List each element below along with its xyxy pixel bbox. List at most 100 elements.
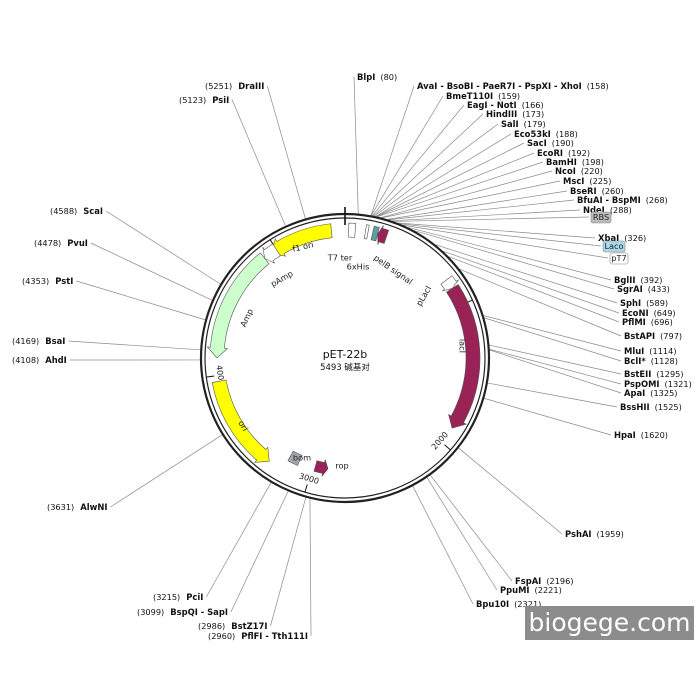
site-scai: ScaI(4588) <box>50 206 103 216</box>
site-name: PshAI <box>565 529 592 539</box>
site-position: (5123) <box>179 95 206 105</box>
feature-label-placi: pLacI <box>414 284 434 308</box>
site-psti: PstI(4353) <box>22 276 73 286</box>
site-name: BstEII <box>624 369 651 379</box>
site-ppumi: PpuMI(2221) <box>500 585 562 595</box>
site-position: (392) <box>640 275 662 285</box>
site-position: (260) <box>602 186 624 196</box>
leader-line <box>448 256 620 323</box>
boxed-label-text: pT7 <box>611 253 626 263</box>
site-pspomi: PspOMI(1321) <box>624 379 692 389</box>
site-name: MluI <box>624 346 644 356</box>
tick-label: 4000 <box>214 365 226 386</box>
site-ahdi: AhdI (4108) <box>12 355 67 365</box>
site-name: BspQI - SapI <box>170 607 228 617</box>
boxed-label-bg <box>590 211 612 224</box>
site-name: SacI <box>527 138 547 148</box>
feature-ori <box>211 379 270 463</box>
site-name: AvaI - BsoBI - PaeR7I - PspXI - XhoI <box>417 81 582 91</box>
leader-line <box>381 170 553 218</box>
site-position: (173) <box>522 109 544 119</box>
site-bspqi-sapi: BspQI - SapI(3099) <box>137 607 228 617</box>
site-name: AhdI <box>45 355 67 365</box>
leader-line <box>266 85 306 219</box>
site-name: PflMI <box>622 317 646 327</box>
leader-line <box>377 161 544 218</box>
leader-line <box>402 224 609 259</box>
site-xbai: XbaI(326) <box>598 233 646 243</box>
leader-line <box>373 113 484 217</box>
site-sgrai: SgrAI(433) <box>617 284 670 294</box>
site-position: (4108) <box>12 355 39 365</box>
tick-mark <box>206 375 215 378</box>
site-fspai: FspAI (2196) <box>515 576 574 586</box>
feature-placi <box>440 275 459 292</box>
feature-label-bom: bom <box>293 453 311 463</box>
site-avai-bsobi-paer7i-pspxi-xhoi: AvaI - BsoBI - PaeR7I - PspXI - XhoI(158… <box>417 81 609 91</box>
boxed-label-text: RBS <box>593 212 609 222</box>
feature-t7-ter <box>348 222 357 238</box>
leader-line <box>426 477 498 591</box>
leader-line <box>372 104 465 216</box>
site-name: PstI <box>55 276 73 286</box>
leader-line <box>487 382 618 408</box>
site-msci: MscI(225) <box>563 176 611 186</box>
site-position: (1114) <box>649 346 676 356</box>
site-name: FspAI <box>515 576 541 586</box>
leader-line <box>68 340 201 351</box>
site-bfuai-bspmi: BfuAI - BspMI(268) <box>577 195 668 205</box>
site-position: (4169) <box>12 336 39 346</box>
site-position: (1128) <box>651 356 678 366</box>
site-name: HpaI <box>614 430 636 440</box>
site-name: PciI <box>186 592 203 602</box>
site-name: PflFI - Tth111I <box>241 631 308 641</box>
leader-line <box>393 216 590 222</box>
site-ndei: NdeI(288) <box>583 205 632 215</box>
site-name: BstAPI <box>624 331 655 341</box>
site-position: (2986) <box>198 621 225 631</box>
site-position: (1620) <box>641 430 668 440</box>
plasmid-length: 5493 碱基对 <box>320 362 370 373</box>
leader-line <box>376 142 525 217</box>
site-position: (4478) <box>34 238 61 248</box>
leader-line <box>375 133 512 217</box>
site-hpai: HpaI (1620) <box>614 430 668 440</box>
feature-arcs <box>206 222 481 477</box>
site-bstz17i: BstZ17I(2986) <box>198 621 267 631</box>
site-position: (5251) <box>205 81 232 91</box>
leader-line <box>230 491 289 613</box>
site-position: (190) <box>552 138 574 148</box>
site-position: (288) <box>610 205 632 215</box>
leader-line <box>484 398 612 436</box>
site-position: (589) <box>646 298 668 308</box>
boxed-label-text: Laco <box>604 241 623 251</box>
leader-line <box>430 474 513 582</box>
site-name: EcoRI <box>537 148 563 158</box>
feature-rop <box>313 459 329 477</box>
site-alwni: AlwNI(3631) <box>47 502 107 512</box>
site-pcii: PciI(3215) <box>153 592 203 602</box>
feature-label-t7-ter: T7 ter <box>327 253 353 263</box>
boxed-label-bg <box>602 240 626 253</box>
site-position: (1321) <box>665 379 692 389</box>
site-position: (696) <box>651 317 673 327</box>
plasmid-name: pET-22b <box>323 348 368 361</box>
site-name: SphI <box>620 298 641 308</box>
feature-6xhis <box>363 224 370 240</box>
leader-line <box>381 180 561 219</box>
feature-label-f1-ori: f1 ori <box>291 239 314 254</box>
site-name: AlwNI <box>80 502 107 512</box>
site-position: (326) <box>624 233 646 243</box>
site-name: ScaI <box>83 206 103 216</box>
site-name: BamHI <box>546 157 577 167</box>
site-position: (188) <box>556 129 578 139</box>
site-name: PsiI <box>212 95 229 105</box>
site-pflfi-tth111i: PflFI - Tth111I(2960) <box>208 631 308 641</box>
feature-pamp <box>262 243 281 264</box>
site-bseri: BseRI(260) <box>570 186 624 196</box>
site-name: PvuI <box>67 238 88 248</box>
watermark: biogege.com <box>525 606 694 640</box>
feature-label-6xhis: 6xHis <box>347 262 370 272</box>
site-position: (2196) <box>546 576 573 586</box>
